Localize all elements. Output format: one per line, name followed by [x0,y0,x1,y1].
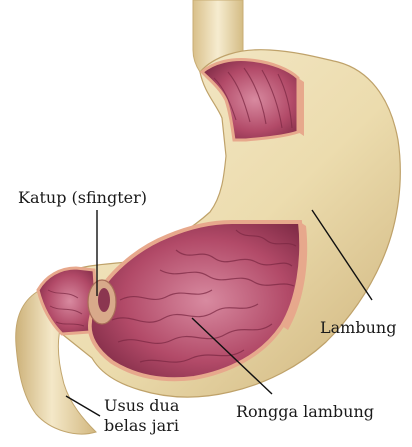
duodenum-label-line2: belas jari [104,416,214,436]
duodenum-label: Usus dua belas jari [104,396,214,436]
upper-cut-face [298,78,304,136]
valve-label: Katup (sfingter) [18,188,147,208]
cavity-label: Rongga lambung [236,402,374,422]
duodenum-label-line1: Usus dua [104,396,214,416]
pyloric-sphincter-inner [98,288,110,312]
stomach-label: Lambung [320,318,396,338]
